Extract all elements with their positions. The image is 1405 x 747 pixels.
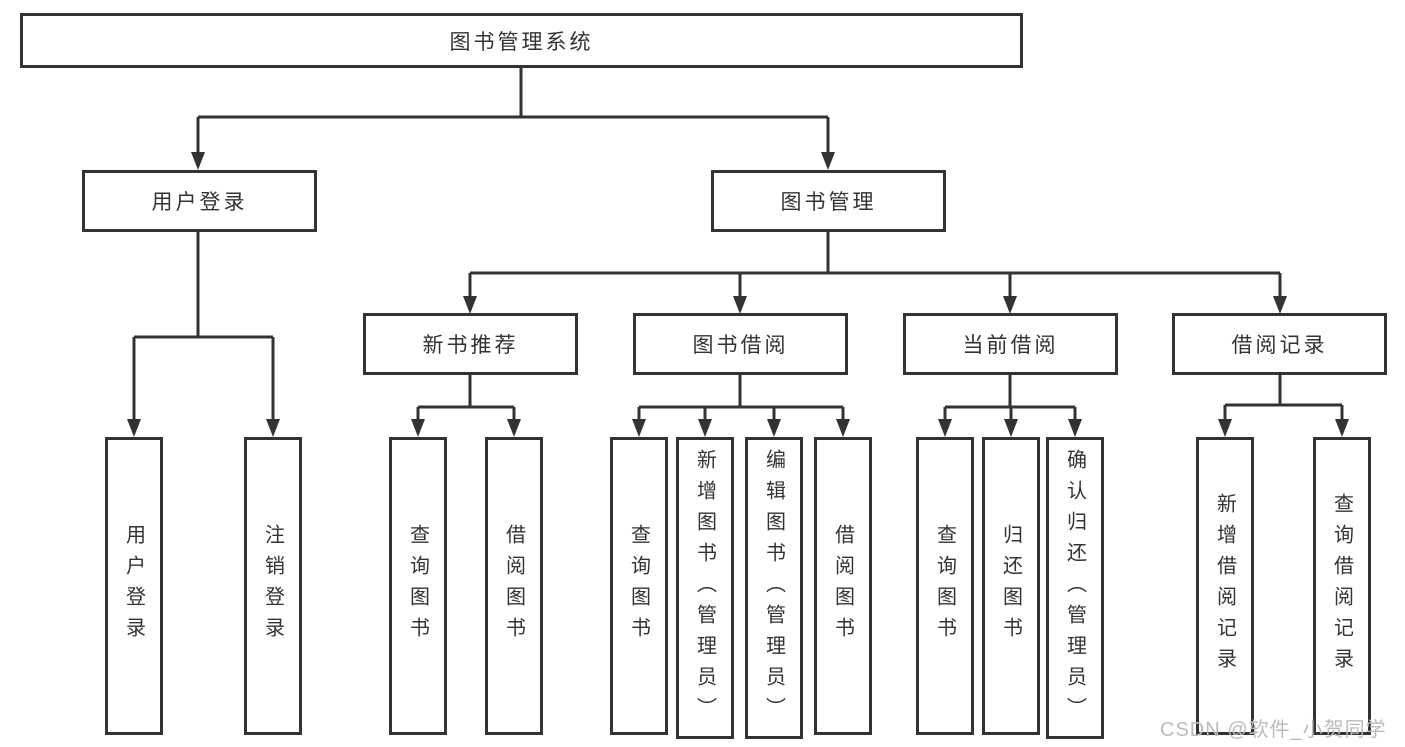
leaf-user-login-label: 用户登录 — [122, 524, 145, 648]
leaf-add-books-admin-label: 新增图书（管理员） — [693, 448, 716, 728]
leaf-query-books-borrow: 查询图书 — [610, 437, 668, 735]
leaf-edit-books-admin-label: 编辑图书（管理员） — [762, 448, 785, 728]
leaf-user-login: 用户登录 — [105, 437, 163, 735]
leaf-borrow-books-label: 借阅图书 — [831, 524, 854, 648]
leaf-query-books-current: 查询图书 — [916, 437, 974, 735]
leaf-query-books-recommend-label: 查询图书 — [406, 524, 429, 648]
node-root-label: 图书管理系统 — [449, 30, 594, 54]
leaf-return-books-label: 归还图书 — [999, 524, 1022, 648]
leaf-return-books: 归还图书 — [982, 437, 1040, 735]
node-current-borrow: 当前借阅 — [903, 313, 1118, 375]
leaf-query-books-borrow-label: 查询图书 — [627, 524, 650, 648]
node-book-management: 图书管理 — [711, 170, 946, 232]
leaf-query-borrow-record: 查询借阅记录 — [1313, 437, 1371, 735]
leaf-logout-label: 注销登录 — [261, 524, 284, 648]
node-user-login: 用户登录 — [82, 170, 317, 232]
leaf-borrow-books-recommend-label: 借阅图书 — [502, 524, 525, 648]
node-book-management-label: 图书管理 — [780, 191, 877, 214]
arrowheads — [127, 152, 1349, 437]
leaf-query-borrow-record-label: 查询借阅记录 — [1330, 493, 1353, 679]
leaf-confirm-return-admin: 确认归还（管理员） — [1046, 437, 1104, 739]
leaf-add-borrow-record: 新增借阅记录 — [1196, 437, 1254, 735]
leaf-query-books-recommend: 查询图书 — [389, 437, 447, 735]
node-root-system: 图书管理系统 — [20, 13, 1023, 68]
node-current-borrow-label: 当前借阅 — [962, 334, 1059, 357]
leaf-confirm-return-admin-label: 确认归还（管理员） — [1063, 448, 1086, 728]
node-borrow-records-label: 借阅记录 — [1231, 334, 1328, 357]
node-book-borrow: 图书借阅 — [633, 313, 848, 375]
node-user-login-label: 用户登录 — [151, 191, 248, 214]
leaf-add-borrow-record-label: 新增借阅记录 — [1213, 493, 1236, 679]
leaf-logout: 注销登录 — [244, 437, 302, 735]
leaf-add-books-admin: 新增图书（管理员） — [676, 437, 734, 739]
node-new-book-recommend: 新书推荐 — [363, 313, 578, 375]
node-borrow-records: 借阅记录 — [1172, 313, 1387, 375]
leaf-edit-books-admin: 编辑图书（管理员） — [745, 437, 803, 739]
leaf-query-books-current-label: 查询图书 — [933, 524, 956, 648]
leaf-borrow-books-recommend: 借阅图书 — [485, 437, 543, 735]
leaf-borrow-books: 借阅图书 — [814, 437, 872, 735]
node-book-borrow-label: 图书借阅 — [692, 334, 789, 357]
node-new-book-recommend-label: 新书推荐 — [422, 334, 519, 357]
